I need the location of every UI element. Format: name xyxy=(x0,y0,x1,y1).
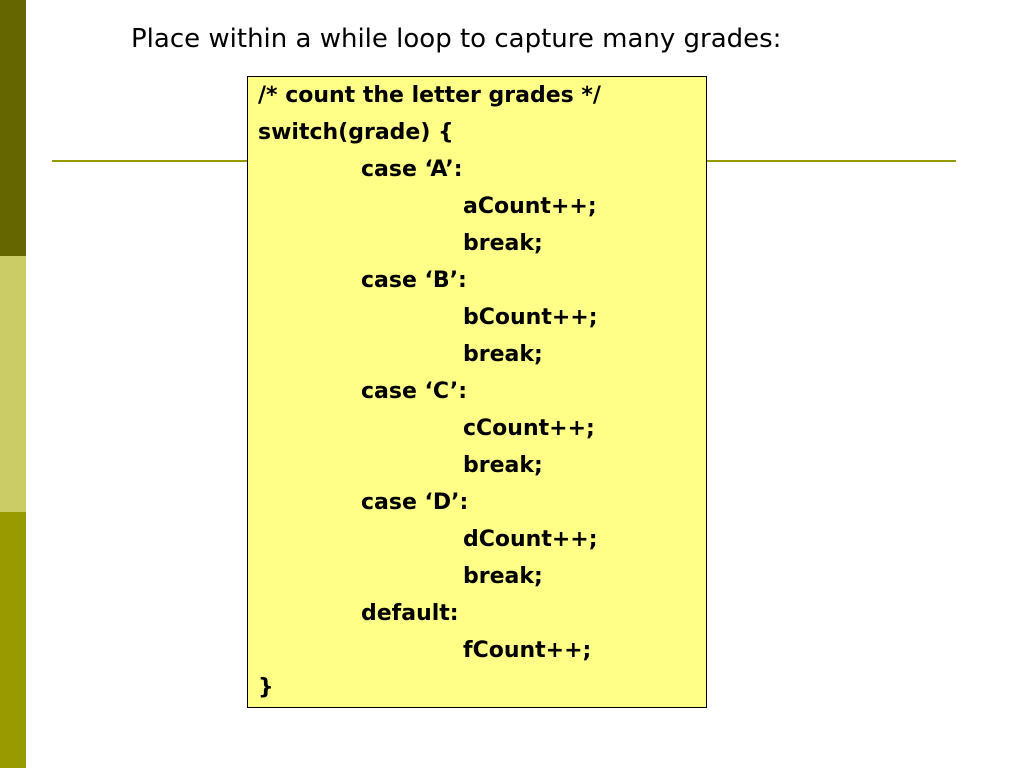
code-line: bCount++; xyxy=(463,305,598,330)
code-line: break; xyxy=(463,564,543,589)
code-line: default: xyxy=(361,601,459,626)
code-line: case ‘D’: xyxy=(361,490,469,515)
code-line: case ‘C’: xyxy=(361,379,468,404)
slide-title: Place within a while loop to capture man… xyxy=(131,24,782,54)
code-line: break; xyxy=(463,231,543,256)
code-block: /* count the letter grades */ switch(grad… xyxy=(247,76,707,708)
code-line: } xyxy=(258,675,274,700)
code-line: aCount++; xyxy=(463,194,597,219)
sidebar-segment-mid xyxy=(0,512,26,768)
code-line: cCount++; xyxy=(463,416,595,441)
code-line: break; xyxy=(463,453,543,478)
code-line: switch(grade) { xyxy=(258,120,454,145)
code-line: dCount++; xyxy=(463,527,598,552)
code-line: /* count the letter grades */ xyxy=(258,83,601,108)
sidebar-segment-light xyxy=(0,256,26,512)
code-line: fCount++; xyxy=(463,638,592,663)
sidebar-segment-dark xyxy=(0,0,26,256)
code-line: case ‘A’: xyxy=(361,157,463,182)
code-line: break; xyxy=(463,342,543,367)
code-line: case ‘B’: xyxy=(361,268,467,293)
